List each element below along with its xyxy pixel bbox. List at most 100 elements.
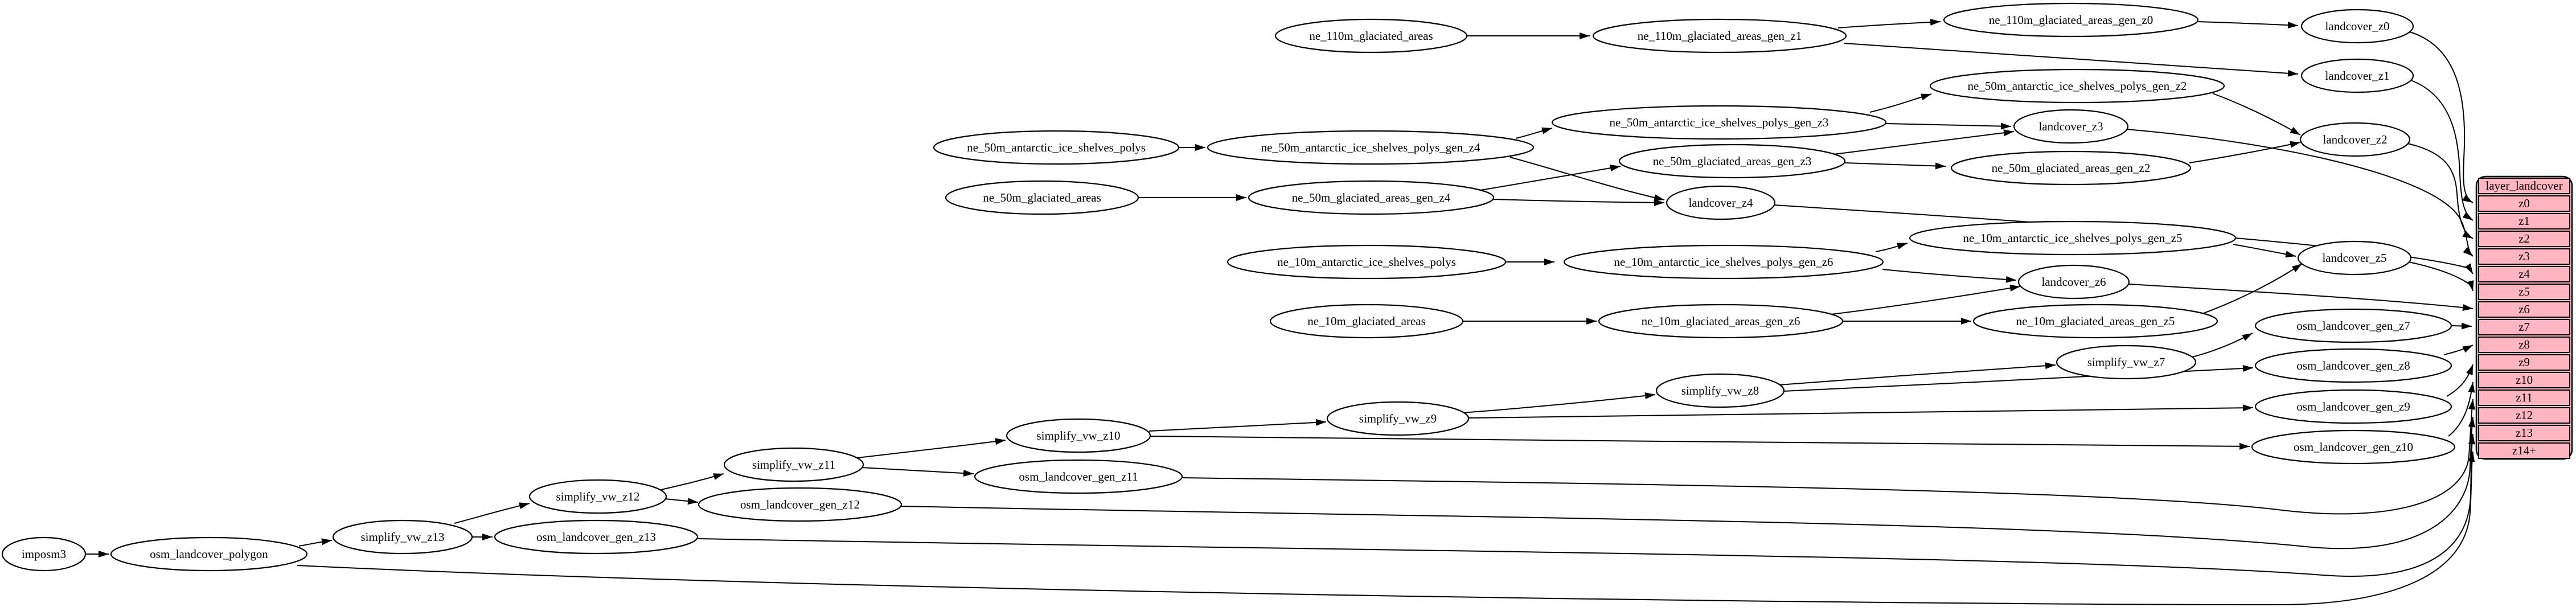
edge-ice10_gen_z5-to-landcover_z5: [2233, 244, 2296, 258]
svg-text:z0: z0: [2518, 196, 2530, 210]
node-ne_10m_glaciated_areas_gen_z5: ne_10m_glaciated_areas_gen_z5: [1972, 304, 2218, 339]
edge-simplify_vw_z13-to-simplify_vw_z12: [454, 502, 530, 524]
svg-text:osm_landcover_gen_z13: osm_landcover_gen_z13: [536, 530, 656, 544]
svg-text:ne_50m_glaciated_areas: ne_50m_glaciated_areas: [983, 191, 1101, 204]
node-ne_50m_antarctic_ice_shelves_polys_gen_z3: ne_50m_antarctic_ice_shelves_polys_gen_z…: [1551, 105, 1887, 140]
layer-row-z1: [2478, 213, 2570, 229]
edge-glac_gen_z3-to-glac_gen_z2: [1844, 162, 1946, 170]
layer-row-z2: [2478, 231, 2570, 247]
node-landcover_z1: landcover_z1: [2300, 58, 2414, 93]
svg-text:landcover_z4: landcover_z4: [1688, 196, 1753, 210]
node-ne_50m_glaciated_areas_gen_z4: ne_50m_glaciated_areas_gen_z4: [1248, 180, 1495, 215]
node-osm_landcover_gen_z11: osm_landcover_gen_z11: [974, 459, 1183, 494]
svg-text:osm_landcover_gen_z10: osm_landcover_gen_z10: [2294, 440, 2413, 454]
edge-gen_z9-to-row_z9: [2446, 364, 2474, 397]
node-simplify_vw_z9: simplify_vw_z9: [1326, 401, 1470, 436]
edges-layer: [85, 18, 2475, 606]
svg-text:landcover_z5: landcover_z5: [2322, 251, 2386, 265]
edge-simplify_vw_z11-to-simplify_vw_z10: [857, 438, 1006, 458]
edge-simplify_vw_z9-to-simplify_vw_z8: [1461, 392, 1656, 413]
node-osm_landcover_gen_z12: osm_landcover_gen_z12: [698, 487, 903, 522]
svg-text:z14+: z14+: [2512, 444, 2536, 457]
edge-ne_110m_gen_z1-to-gen_z0: [1837, 18, 1941, 28]
svg-text:landcover_z6: landcover_z6: [2041, 275, 2106, 289]
layer-row-z6: [2478, 301, 2570, 318]
edge-simplify_vw_z10-to-gen_z10: [1150, 436, 2250, 450]
node-simplify_vw_z13: simplify_vw_z13: [332, 519, 473, 555]
node-simplify_vw_z8: simplify_vw_z8: [1655, 373, 1785, 408]
node-ne_10m_antarctic_ice_shelves_polys_gen_z5: ne_10m_antarctic_ice_shelves_polys_gen_z…: [1909, 220, 2237, 256]
layer-row-z5: [2478, 284, 2570, 300]
svg-text:z4: z4: [2518, 267, 2530, 281]
edge-landcover_z3-to-row_z3: [2126, 129, 2474, 257]
node-ne_50m_glaciated_areas_gen_z2: ne_50m_glaciated_areas_gen_z2: [1950, 150, 2192, 186]
edge-osm_landcover_polygon-to-simplify_vw_z13: [298, 538, 333, 547]
svg-text:simplify_vw_z8: simplify_vw_z8: [1681, 384, 1759, 397]
node-simplify_vw_z11: simplify_vw_z11: [723, 447, 864, 482]
layer-row-z14plus: [2478, 442, 2570, 459]
node-landcover_z5: landcover_z5: [2297, 240, 2412, 276]
edge-glac10_gen_z5-to-landcover_z5: [2203, 263, 2303, 314]
svg-text:ne_10m_glaciated_areas_gen_z5: ne_10m_glaciated_areas_gen_z5: [2016, 314, 2175, 328]
edge-landcover_z0-to-row_z0: [2409, 31, 2474, 203]
layer-table-title: layer_landcover: [2485, 179, 2562, 192]
svg-text:osm_landcover_gen_z11: osm_landcover_gen_z11: [1019, 470, 1138, 483]
edge-ice_gen_z4-to-landcover_z4: [1509, 157, 1665, 201]
edge-landcover_z5-to-row_z5: [2408, 261, 2474, 292]
svg-text:ne_110m_glaciated_areas_gen_z0: ne_110m_glaciated_areas_gen_z0: [1989, 13, 2153, 27]
node-ne_110m_glaciated_areas: ne_110m_glaciated_areas: [1274, 18, 1468, 54]
layer-row-z9: [2478, 354, 2570, 371]
svg-text:landcover_z2: landcover_z2: [2323, 133, 2387, 146]
svg-text:ne_10m_glaciated_areas_gen_z6: ne_10m_glaciated_areas_gen_z6: [1642, 314, 1800, 328]
svg-text:landcover_z0: landcover_z0: [2325, 19, 2389, 33]
edge-glac_gen_z4-to-glac_gen_z3: [1480, 165, 1621, 191]
layer-row-z4: [2478, 266, 2570, 282]
node-landcover_z4: landcover_z4: [1666, 185, 1776, 220]
svg-text:imposm3: imposm3: [22, 547, 66, 561]
svg-text:ne_10m_antarctic_ice_shelves_p: ne_10m_antarctic_ice_shelves_polys_gen_z…: [1963, 231, 2183, 245]
node-ne_50m_antarctic_ice_shelves_polys: ne_50m_antarctic_ice_shelves_polys: [933, 130, 1180, 165]
svg-text:simplify_vw_z12: simplify_vw_z12: [556, 490, 640, 503]
svg-text:ne_50m_antarctic_ice_shelves_p: ne_50m_antarctic_ice_shelves_polys_gen_z…: [1968, 79, 2187, 93]
node-landcover_z2: landcover_z2: [2299, 122, 2411, 157]
edge-simplify_vw_z8-to-simplify_vw_z7: [1778, 362, 2056, 386]
edge-simplify_vw_z11-to-gen_z11: [860, 467, 974, 477]
node-osm_landcover_polygon: osm_landcover_polygon: [110, 536, 308, 572]
node-simplify_vw_z12: simplify_vw_z12: [528, 479, 667, 514]
edge-simplify_vw_z9-to-gen_z9: [1467, 404, 2254, 419]
node-ne_110m_glaciated_areas_gen_z0: ne_110m_glaciated_areas_gen_z0: [1943, 2, 2199, 38]
svg-text:ne_110m_glaciated_areas_gen_z1: ne_110m_glaciated_areas_gen_z1: [1638, 29, 1802, 43]
edge-ice_gen_z4-to-ice_gen_z3: [1515, 127, 1553, 139]
edge-simplify_vw_z12-to-gen_z12: [664, 498, 699, 505]
svg-text:z7: z7: [2518, 320, 2530, 334]
svg-text:simplify_vw_z7: simplify_vw_z7: [2087, 355, 2165, 369]
edge-ice10_gen_z6-to-landcover_z6: [1882, 269, 2017, 283]
layer-row-z10: [2478, 372, 2570, 388]
node-osm_landcover_gen_z7: osm_landcover_gen_z7: [2254, 308, 2452, 343]
svg-text:z3: z3: [2518, 249, 2530, 263]
layer-row-z11: [2478, 389, 2570, 406]
edge-osm_landcover_polygon-to-row_z14: [297, 451, 2475, 606]
edge-gen_z11-to-row_z11: [1182, 399, 2475, 515]
svg-text:osm_landcover_polygon: osm_landcover_polygon: [150, 547, 268, 561]
edge-glac10_gen_z6-to-landcover_z6: [1831, 285, 2021, 315]
svg-text:landcover_z1: landcover_z1: [2325, 69, 2389, 83]
svg-text:simplify_vw_z9: simplify_vw_z9: [1359, 412, 1437, 425]
node-ne_10m_glaciated_areas_gen_z6: ne_10m_glaciated_areas_gen_z6: [1598, 304, 1844, 339]
edge-landcover_z1-to-row_z1: [2410, 80, 2474, 221]
node-ne_10m_antarctic_ice_shelves_polys_gen_z6: ne_10m_antarctic_ice_shelves_polys_gen_z…: [1563, 244, 1884, 280]
layer-row-z7: [2478, 319, 2570, 335]
node-simplify_vw_z7: simplify_vw_z7: [2056, 345, 2197, 380]
edge-gen_z13-to-row_z13: [697, 433, 2475, 577]
svg-text:simplify_vw_z13: simplify_vw_z13: [361, 530, 445, 544]
edge-simplify_vw_z10-to-simplify_vw_z9: [1148, 419, 1327, 432]
svg-text:z11: z11: [2516, 391, 2533, 404]
svg-text:simplify_vw_z11: simplify_vw_z11: [752, 458, 835, 471]
node-landcover_z6: landcover_z6: [2017, 264, 2130, 300]
layer-row-z8: [2478, 337, 2570, 353]
svg-text:ne_50m_antarctic_ice_shelves_p: ne_50m_antarctic_ice_shelves_polys_gen_z…: [1610, 116, 1829, 129]
edge-glac_gen_z2-to-landcover_z2: [2189, 141, 2301, 163]
edge-gen_z10-to-row_z10: [2448, 382, 2475, 437]
